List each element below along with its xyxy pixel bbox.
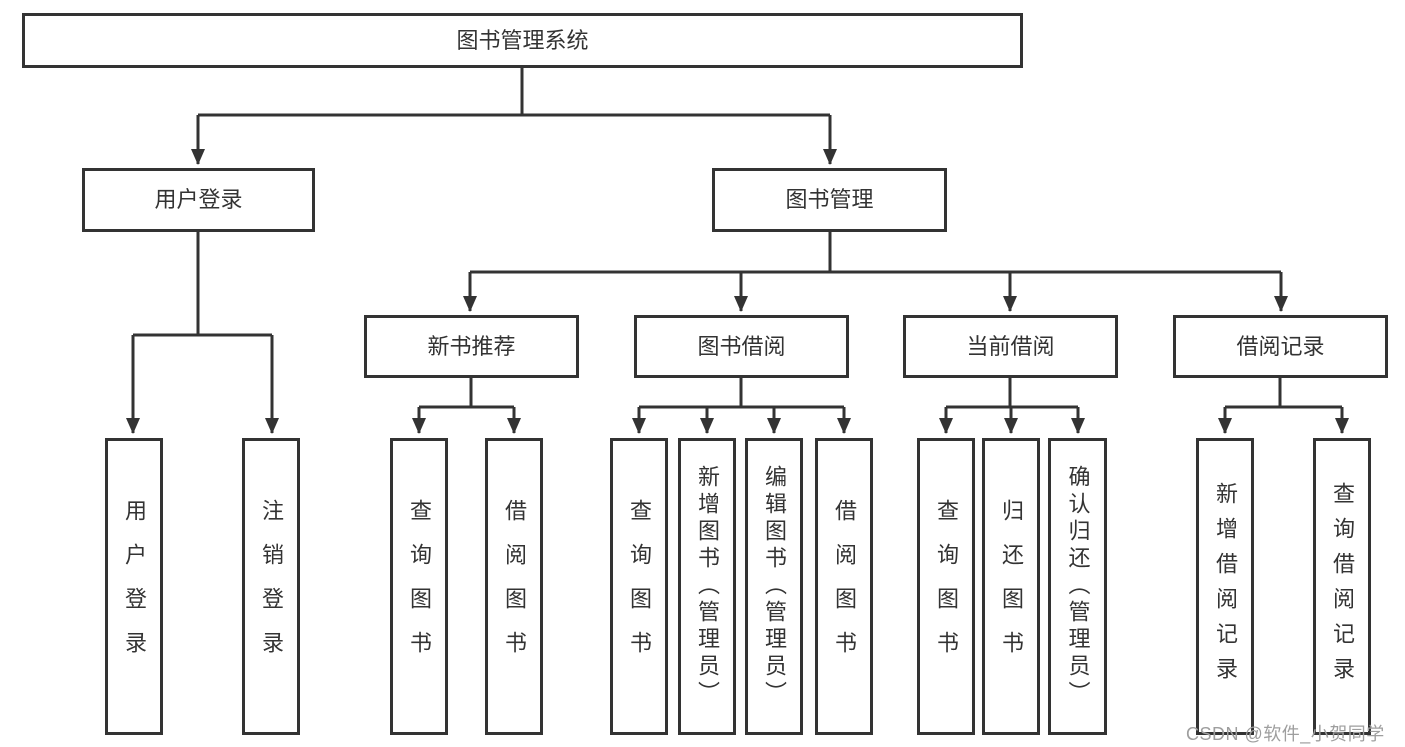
- node-label: 新增借阅记录: [1213, 481, 1238, 692]
- leaf-query-books-recommend: 查询图书: [390, 438, 448, 735]
- node-label: 查询图书: [934, 498, 959, 675]
- leaf-query-books-current: 查询图书: [917, 438, 975, 735]
- node-label: 新书推荐: [427, 333, 516, 359]
- leaf-return-books: 归还图书: [982, 438, 1040, 735]
- watermark: CSDN @软件_小贺同学: [1186, 724, 1385, 744]
- leaf-user-login: 用户登录: [105, 438, 163, 735]
- node-label: 归还图书: [999, 498, 1024, 675]
- node-book-management: 图书管理: [712, 168, 947, 232]
- node-label: 图书管理: [785, 187, 874, 212]
- leaf-logout: 注销登录: [242, 438, 300, 735]
- node-label: 注销登录: [259, 498, 284, 675]
- node-label: 借阅记录: [1236, 333, 1325, 359]
- node-label: 图书管理系统: [456, 27, 589, 53]
- node-label: 用户登录: [154, 187, 243, 212]
- node-current-borrowing: 当前借阅: [903, 315, 1118, 378]
- node-book-borrowing: 图书借阅: [634, 315, 849, 378]
- leaf-add-borrow-record: 新增借阅记录: [1196, 438, 1254, 735]
- node-label: 确认归还（管理员）: [1065, 465, 1091, 708]
- leaf-query-borrow-record: 查询借阅记录: [1313, 438, 1371, 735]
- node-user-login: 用户登录: [82, 168, 315, 232]
- node-label: 用户登录: [122, 498, 147, 675]
- node-label: 当前借阅: [966, 333, 1055, 359]
- node-library-management-system: 图书管理系统: [22, 13, 1023, 68]
- node-label: 查询图书: [407, 498, 432, 675]
- node-label: 查询借阅记录: [1330, 481, 1355, 692]
- leaf-confirm-return-admin: 确认归还（管理员）: [1048, 438, 1107, 735]
- node-label: 借阅图书: [502, 498, 527, 675]
- leaf-edit-books-admin: 编辑图书（管理员）: [745, 438, 803, 735]
- node-label: 新增图书（管理员）: [695, 465, 720, 708]
- node-label: 图书借阅: [697, 333, 786, 359]
- node-label: 编辑图书（管理员）: [762, 465, 787, 708]
- node-new-book-recommendation: 新书推荐: [364, 315, 579, 378]
- leaf-add-books-admin: 新增图书（管理员）: [678, 438, 736, 735]
- leaf-borrow-books-recommend: 借阅图书: [485, 438, 543, 735]
- node-label: 查询图书: [627, 498, 652, 675]
- node-label: 借阅图书: [832, 498, 857, 675]
- leaf-query-books-borrowing: 查询图书: [610, 438, 668, 735]
- leaf-borrow-books: 借阅图书: [815, 438, 873, 735]
- node-borrowing-records: 借阅记录: [1173, 315, 1388, 378]
